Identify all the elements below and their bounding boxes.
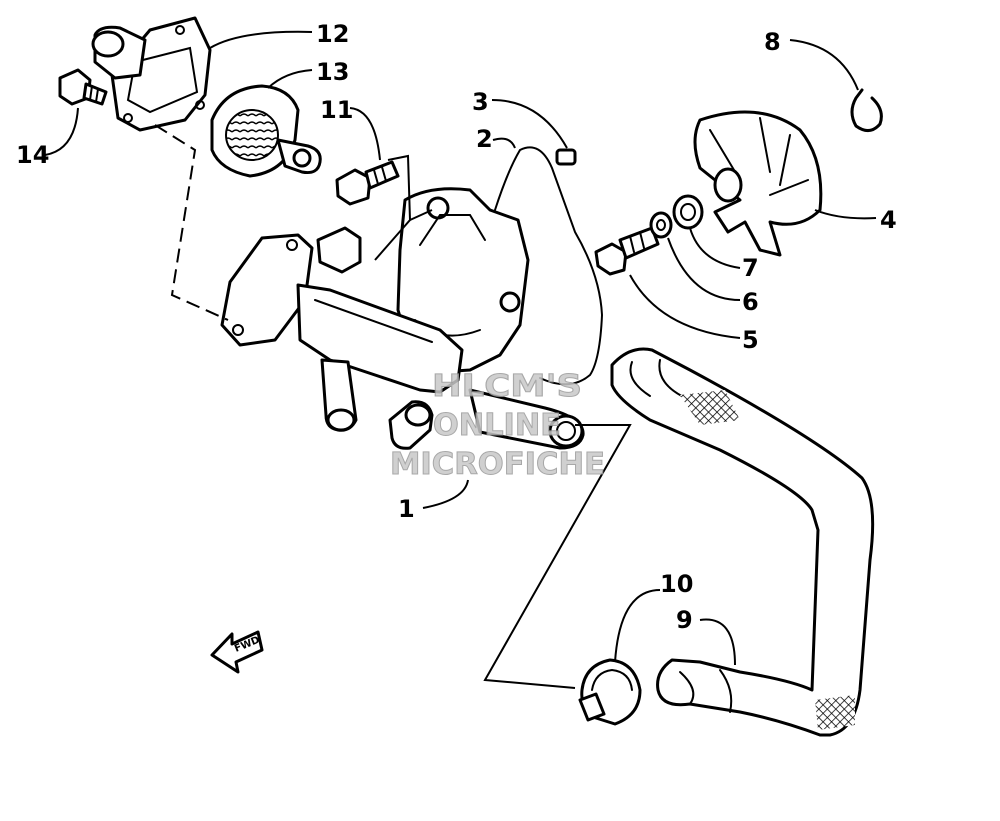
callout-2: 2 bbox=[476, 125, 493, 153]
seal bbox=[672, 194, 704, 230]
thermostat bbox=[210, 84, 322, 178]
callout-12: 12 bbox=[316, 20, 349, 48]
gasket bbox=[494, 146, 604, 386]
thermostat-cover bbox=[91, 16, 212, 132]
coolant-hose bbox=[610, 347, 875, 737]
callout-6: 6 bbox=[742, 288, 759, 316]
callout-9: 9 bbox=[676, 606, 693, 634]
leader-lines bbox=[44, 30, 877, 666]
callout-10: 10 bbox=[660, 570, 693, 598]
impeller-bolt bbox=[594, 226, 660, 276]
watermark: HLCM'S ONLINE MICROFICHE bbox=[390, 369, 606, 483]
watermark-line-3: MICROFICHE bbox=[390, 447, 605, 482]
bolt-11 bbox=[335, 160, 400, 206]
callout-3: 3 bbox=[472, 88, 489, 116]
washer bbox=[649, 211, 673, 239]
bolt-14 bbox=[58, 68, 108, 106]
circlip bbox=[850, 88, 883, 132]
watermark-line-1: HLCM'S bbox=[432, 369, 582, 404]
callout-14: 14 bbox=[16, 141, 49, 169]
hose-clamp bbox=[578, 658, 642, 726]
water-pump-housing bbox=[220, 187, 585, 450]
impeller bbox=[693, 110, 823, 257]
front-arrow-icon: FWD bbox=[210, 630, 264, 674]
callout-1: 1 bbox=[398, 495, 415, 523]
watermark-line-2: ONLINE bbox=[433, 408, 561, 443]
callout-7: 7 bbox=[742, 254, 759, 282]
callout-5: 5 bbox=[742, 326, 759, 354]
callout-4: 4 bbox=[880, 206, 897, 234]
callout-8: 8 bbox=[764, 28, 781, 56]
callout-13: 13 bbox=[316, 58, 349, 86]
assembly-lines bbox=[154, 124, 632, 689]
callout-11: 11 bbox=[320, 96, 353, 124]
dowel-pin bbox=[555, 148, 577, 166]
